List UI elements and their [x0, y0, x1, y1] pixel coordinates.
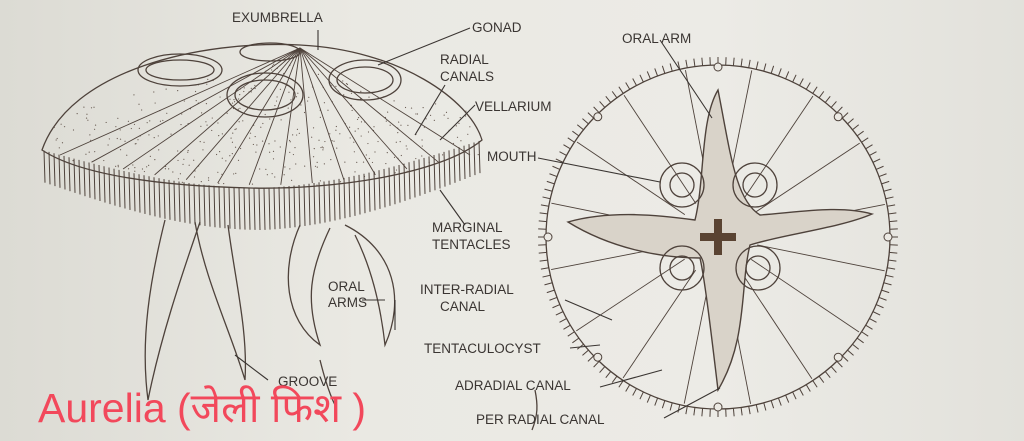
label-inter-radial-canal: CANAL	[440, 299, 486, 314]
label-marginal: MARGINAL	[432, 220, 503, 235]
label-adradial-canal: ADRADIAL CANAL	[455, 378, 571, 393]
label-tentaculocyst: TENTACULOCYST	[424, 341, 541, 356]
figure-title: Aurelia (जेली फिश )	[38, 388, 366, 429]
label-oral-arm: ORAL ARM	[622, 31, 691, 46]
label-canals: CANALS	[440, 69, 494, 84]
jellyfish-oral-view	[538, 57, 898, 417]
label-inter-radial: INTER-RADIAL	[420, 282, 514, 297]
label-per-radial-canal: PER RADIAL CANAL	[476, 412, 605, 427]
label-oral: ORAL	[328, 279, 365, 294]
label-radial: RADIAL	[440, 52, 489, 67]
marginal-tentacles	[44, 141, 480, 230]
label-tentacles: TENTACLES	[432, 237, 511, 252]
label-arms: ARMS	[328, 295, 367, 310]
bell-stipple	[52, 64, 479, 188]
label-vellarium: VELLARIUM	[475, 99, 552, 114]
label-mouth: MOUTH	[487, 149, 537, 164]
label-exumbrella: EXUMBRELLA	[232, 10, 323, 25]
label-gonad: GONAD	[472, 20, 522, 35]
